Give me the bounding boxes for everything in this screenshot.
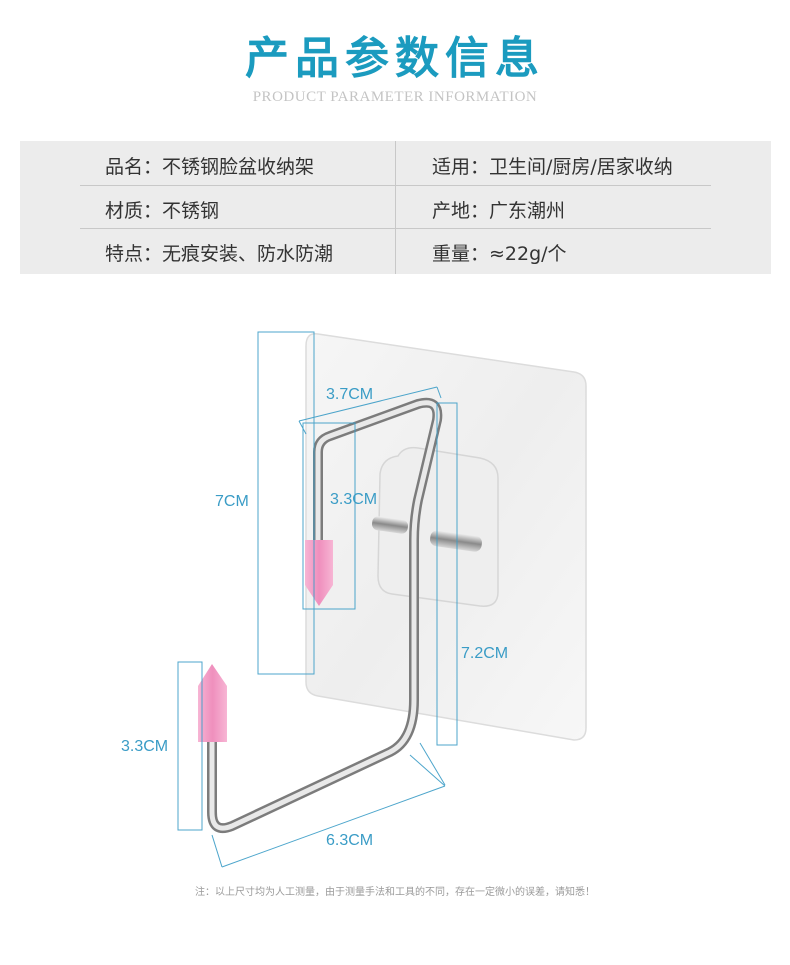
table-divider-row-1	[80, 185, 711, 186]
param-material: 材质：不锈钢	[105, 200, 220, 222]
dim-label-upper-hook: 3.3CM	[330, 491, 377, 508]
page-title: 产品参数信息	[245, 33, 545, 84]
dim-label-depth: 6.3CM	[326, 832, 373, 849]
dim-line-back-extension	[419, 742, 446, 786]
dim-line-depth	[221, 785, 446, 868]
dim-box-back-height	[436, 402, 458, 746]
footnote: 注：以上尺寸均为人工测量，由于测量手法和工具的不同，存在一定微小的误差，请知悉！	[195, 887, 595, 898]
lower-tip-icon	[198, 664, 227, 742]
dim-label-back-height: 7.2CM	[461, 645, 508, 662]
dim-label-lower-hook: 3.3CM	[121, 738, 168, 755]
product-diagram: 3.7CM 7CM 3.3CM 7.2CM 3.3CM 6.3CM	[121, 331, 587, 868]
upper-tip-icon	[305, 540, 333, 606]
page-subtitle: PRODUCT PARAMETER INFORMATION	[252, 89, 538, 105]
dim-box-total-height	[257, 331, 315, 675]
param-name: 品名：不锈钢脸盆收纳架	[105, 156, 315, 178]
steel-hook	[207, 397, 443, 834]
dim-line-top-width	[298, 386, 438, 422]
dim-box-lower-hook	[177, 661, 203, 831]
param-feature: 特点：无痕安装、防水防潮	[105, 243, 334, 265]
dim-label-total-height: 7CM	[215, 493, 249, 510]
clear-bracket	[377, 446, 499, 607]
param-usage: 适用：卫生间/厨房/居家收纳	[432, 156, 673, 178]
param-origin: 产地：广东潮州	[432, 200, 566, 222]
dim-label-top-width: 3.7CM	[326, 386, 373, 403]
dim-box-upper-hook	[302, 422, 356, 610]
param-weight: 重量：≈22g/个	[432, 243, 567, 265]
peg-left	[371, 516, 409, 534]
table-divider-vertical	[395, 141, 396, 274]
table-divider-row-2	[80, 228, 711, 229]
peg-right	[430, 530, 482, 552]
